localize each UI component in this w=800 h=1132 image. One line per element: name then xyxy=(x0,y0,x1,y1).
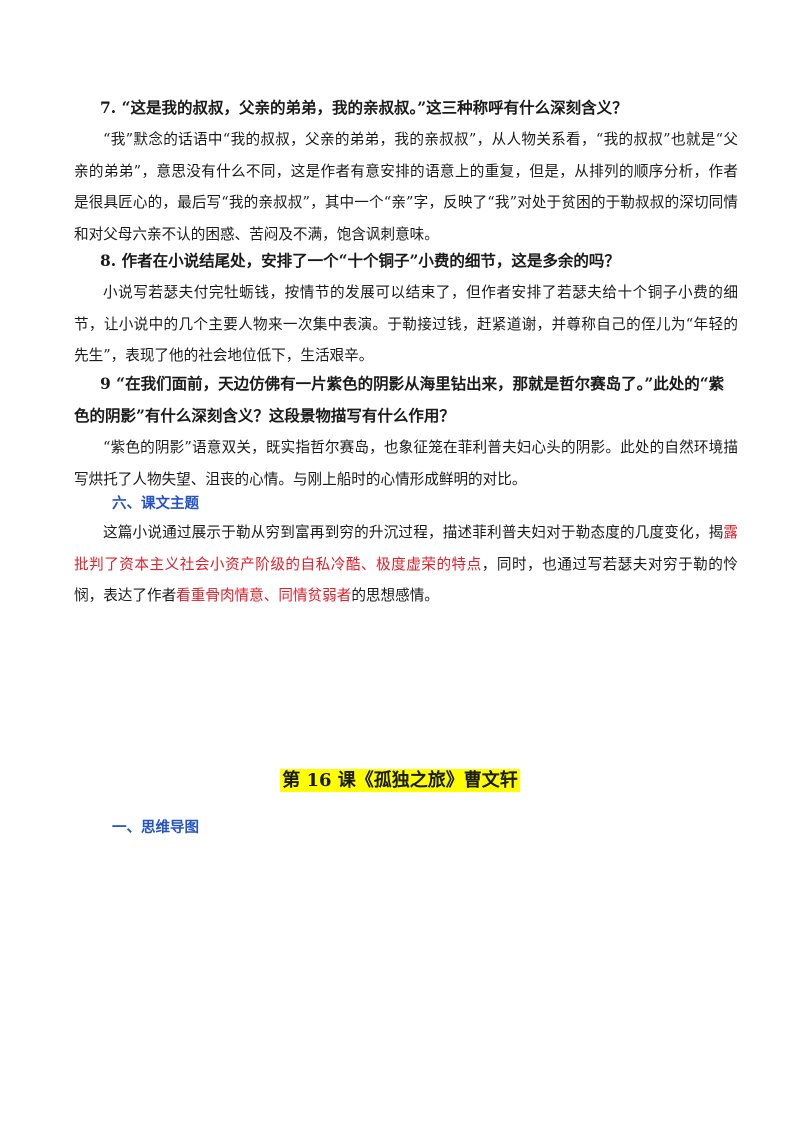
section-6-text: 这篇小说通过展示于勒从穷到富再到穷的升沉过程，描述菲利普夫妇对于勒态度的几度变化… xyxy=(74,517,738,612)
question-7-answer: “我”默念的话语中“我的叔叔，父亲的弟弟，我的亲叔叔”，从人物关系看，“我的叔叔… xyxy=(74,131,738,243)
lesson-16-title: 第 16 课《孤独之旅》曹文轩 xyxy=(280,769,520,792)
theme-highlight-2: 看重骨肉情意、同情贫弱者 xyxy=(176,587,352,604)
question-8: 8. 作者在小说结尾处，安排了一个“十个铜子”小费的细节，这是多余的吗？ 小说写… xyxy=(74,245,738,372)
mind-map-heading: 一、思维导图 xyxy=(112,819,199,836)
question-8-title: 8. 作者在小说结尾处，安排了一个“十个铜子”小费的细节，这是多余的吗？ xyxy=(100,251,620,270)
theme-text-3: 的思想感情。 xyxy=(351,587,439,604)
theme-text-1: 这篇小说通过展示于勒从穷到富再到穷的升沉过程，描述菲利普夫妇对于勒态度的几度变化… xyxy=(103,524,724,541)
section-6-heading: 六、课文主题 xyxy=(112,495,199,512)
theme-text-2: ，同时，也通过写若瑟夫对穷于勒的怜悯，表达了作者 xyxy=(74,555,738,605)
theme-highlight-1: 露批判了资本主义社会小资产阶级的自私冷酷、极度虚荣的特点 xyxy=(74,524,738,573)
question-8-answer: 小说写若瑟夫付完牡蛎钱，按情节的发展可以结束了，但作者安排了若瑟夫给十个铜子小费… xyxy=(74,284,738,364)
question-9-answer: “紫色的阴影”语意双关，既实指哲尔赛岛，也象征笼在菲利普夫妇心头的阴影。此处的自… xyxy=(74,439,738,488)
section-6-body: 这篇小说通过展示于勒从穷到富再到穷的升沉过程，描述菲利普夫妇对于勒态度的几度变化… xyxy=(74,517,738,612)
question-7-title: 7. “这是我的叔叔，父亲的弟弟，我的亲叔叔。”这三种称呼有什么深刻含义？ xyxy=(100,98,628,117)
question-7: 7. “这是我的叔叔，父亲的弟弟，我的亲叔叔。”这三种称呼有什么深刻含义？ “我… xyxy=(74,92,738,250)
question-9: 9 “在我们面前，天边仿佛有一片紫色的阴影从海里钻出来，那就是哲尔赛岛了。”此处… xyxy=(74,368,738,495)
lesson-16-title-wrap: 第 16 课《孤独之旅》曹文轩 xyxy=(0,766,800,792)
question-9-title: 9 “在我们面前，天边仿佛有一片紫色的阴影从海里钻出来，那就是哲尔赛岛了。”此处… xyxy=(74,374,725,425)
